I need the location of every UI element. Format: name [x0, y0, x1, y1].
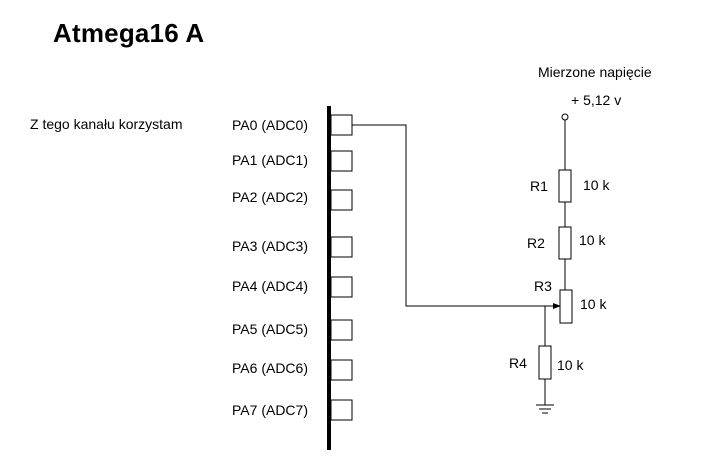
- pin-box-pa1: [330, 150, 353, 172]
- channel-note: Z tego kanału korzystam: [30, 116, 183, 132]
- r1-value: 10 k: [583, 177, 610, 193]
- r4-value: 10 k: [557, 357, 584, 373]
- pin-box-pa5: [330, 319, 353, 341]
- pin-label-pa7: PA7 (ADC7): [232, 402, 308, 418]
- r3-body: [559, 289, 573, 324]
- pin-label-pa3: PA3 (ADC3): [232, 238, 308, 254]
- r3-name: R3: [534, 278, 552, 294]
- pin-box-pa7: [330, 399, 353, 421]
- pin-label-pa2: PA2 (ADC2): [232, 189, 308, 205]
- wiper-arrow: [553, 303, 561, 309]
- r4-name: R4: [509, 355, 527, 371]
- pin-box-pa2: [330, 189, 353, 211]
- pin-label-pa4: PA4 (ADC4): [232, 278, 308, 294]
- r2-name: R2: [527, 235, 545, 251]
- source-terminal: [561, 113, 569, 121]
- pin-box-pa0: [330, 114, 353, 136]
- r1-name: R1: [530, 178, 548, 194]
- pin-box-pa4: [330, 276, 353, 298]
- adc0-wire: [352, 124, 555, 307]
- r4-body: [538, 345, 552, 380]
- r2-value: 10 k: [579, 232, 606, 248]
- r2-body: [558, 226, 572, 260]
- pin-label-pa0: PA0 (ADC0): [232, 117, 308, 133]
- source-voltage: + 5,12 v: [571, 92, 622, 108]
- pin-label-pa1: PA1 (ADC1): [232, 152, 308, 168]
- source-label: Mierzone napięcie: [538, 64, 652, 80]
- pin-box-pa6: [330, 359, 353, 381]
- diagram-title: Atmega16 A: [53, 18, 205, 48]
- r3-value: 10 k: [580, 296, 607, 312]
- pin-box-pa3: [330, 236, 353, 258]
- pin-label-pa6: PA6 (ADC6): [232, 360, 308, 376]
- r1-body: [558, 169, 572, 203]
- pin-label-pa5: PA5 (ADC5): [232, 321, 308, 337]
